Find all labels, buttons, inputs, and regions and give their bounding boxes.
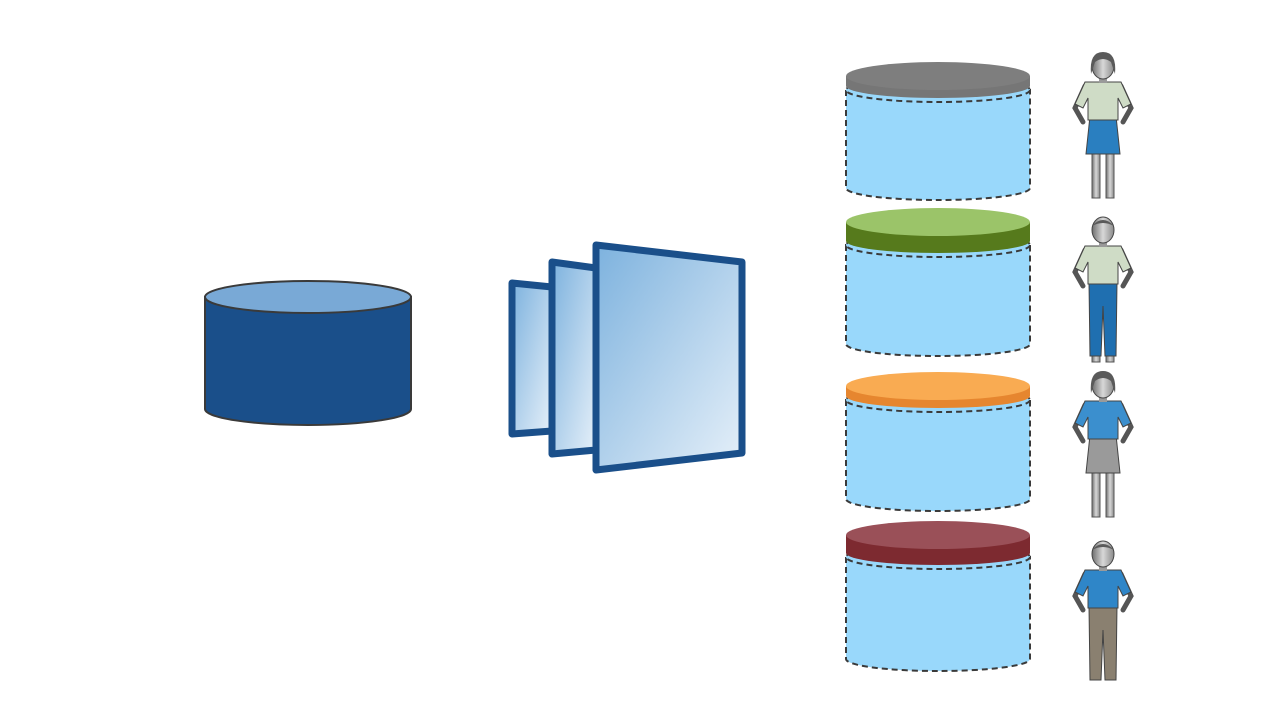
virtual-database-lid-top [846,521,1030,549]
view-layer-page-2 [548,258,600,458]
user-hair [1092,220,1114,226]
user-leg-left [1091,149,1101,199]
man-user-icon [1072,216,1134,363]
virtual-databases-group [845,62,1031,672]
view-layer-page-1 [508,279,556,438]
source-database-top [204,280,412,314]
user-shirt [1074,245,1132,285]
man-user-icon [1072,540,1134,681]
user-leg-right [1105,468,1115,518]
user-skirt [1085,434,1121,474]
virtual-database-icon [845,372,1031,512]
user-leg-right [1105,149,1115,199]
user-pants [1088,281,1118,357]
virtual-database-icon [845,521,1031,672]
user-shirt [1074,81,1132,121]
user-pants [1088,605,1118,681]
user-hair [1092,544,1114,550]
user-hair [1090,371,1116,393]
virtual-database-lid-top [846,372,1030,400]
user-hair [1090,52,1116,74]
user-shirt [1074,569,1132,609]
users-group [1072,52,1134,681]
virtual-database-lid-top [846,208,1030,236]
user-skirt [1085,115,1121,155]
user-shirt [1074,400,1132,440]
virtual-database-body [845,89,1031,201]
user-leg-left [1091,468,1101,518]
virtual-database-lid-top [846,62,1030,90]
virtual-database-icon [845,62,1031,201]
woman-user-icon [1072,371,1134,518]
woman-user-icon [1072,52,1134,199]
source-database-body [204,296,412,426]
virtual-database-body [845,244,1031,357]
virtual-database-body [845,399,1031,512]
stacked-pages-icon [508,241,746,474]
source-database-icon [204,280,412,426]
view-layer-page-3 [592,241,746,474]
virtual-database-icon [845,208,1031,357]
virtual-database-body [845,556,1031,672]
